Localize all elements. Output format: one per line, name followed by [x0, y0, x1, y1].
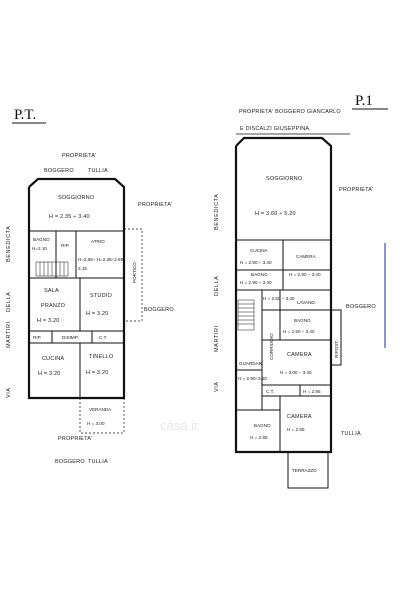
watermark: casa.it	[160, 418, 198, 433]
gf-right-label-boggero: BOGGERO	[144, 307, 174, 313]
gf-stairs	[35, 261, 69, 277]
gf-soggiorno-label: SOGGIORNO	[58, 195, 95, 201]
ff-bagno3-height: H = 2.95	[250, 435, 268, 440]
gf-veranda-label: VERANDA	[89, 407, 112, 412]
gf-bottom-label-boggero: BOGGERO	[55, 459, 85, 465]
ff-soggiorno-label: SOGGIORNO	[266, 176, 303, 182]
ff-bagno2-label: BAGNO	[294, 318, 311, 323]
ff-left-label-via: VIA	[214, 381, 220, 392]
ff-top-label-owner: PROPRIETA' BOGGERO GIANCARLO	[239, 109, 341, 115]
ff-left-label-benedicta: BENEDICTA	[214, 194, 220, 230]
gf-right-label-proprieta: PROPRIETA'	[138, 202, 172, 208]
ff-camera3-height: H = 2.85	[287, 427, 305, 432]
gf-tinello-label: TINELLO	[89, 354, 114, 360]
ff-camera1-label: CAMERA	[296, 254, 317, 259]
gf-soggiorno-height: H = 2.35 ÷ 3.40	[49, 214, 90, 220]
ff-right-label-boggero: BOGGERO	[346, 304, 376, 310]
gf-left-label-martiri: MARTIRI	[6, 321, 12, 348]
gf-tinello-height: H = 3.20	[86, 370, 109, 376]
gf-atrio-height: H=2.65÷ H=2.35÷2.95	[78, 257, 124, 262]
ff-ripost-label: RIPOST.	[334, 340, 339, 358]
ff-bagno1-label: BAGNO	[251, 272, 268, 277]
ff-camera3-label: CAMERA	[287, 414, 312, 420]
gf-rip1-label: RIP.	[61, 243, 69, 248]
gf-top-label-boggero: BOGGERO	[44, 168, 74, 174]
ff-corridoio-label: CORRIDOIO	[269, 333, 274, 360]
gf-walls	[27, 177, 126, 400]
ff-cucina-height: H = 2.90 ÷ 3.40	[240, 260, 272, 265]
gf-cucina-label: CUCINA	[42, 356, 64, 362]
gf-cucina-height: H = 3.20	[38, 371, 61, 377]
gf-atrio-label: ATRIO	[91, 239, 105, 244]
ff-terrazzo-outline	[287, 451, 329, 489]
ff-stairs	[237, 299, 255, 331]
gf-sala-height: H = 3.20	[37, 318, 60, 324]
gf-bottom-label-proprieta: PROPRIETA'	[58, 436, 92, 442]
gf-bagno-height: H=2.10	[32, 246, 47, 251]
gf-ct-label: C.T.	[99, 335, 107, 340]
ff-left-label-della: DELLA	[214, 276, 220, 296]
ff-camera1-height: H = 2.90 ÷ 3.40	[289, 272, 321, 277]
gf-portico-label: PORTICO	[132, 262, 137, 283]
ff-bagno1-height: H = 2.90 ÷ 3.40	[240, 280, 272, 285]
ff-lavand-label: LAVAND.	[297, 300, 316, 305]
gf-left-label-via: VIA	[6, 387, 12, 398]
gf-pranzo-label: PRANZO	[41, 303, 66, 309]
ff-left-label-martiri: MARTIRI	[214, 325, 220, 352]
ff-guardaroba-label: GUARDAR.	[239, 361, 263, 366]
ff-terrazzo-label: TERRAZZO	[292, 468, 317, 473]
ff-top-label-owner-2: E DISCALZI GIUSEPPINA	[240, 126, 309, 132]
gf-disimp-label: DISIMP.	[62, 335, 79, 340]
ff-cucina-label: CUCINA	[250, 248, 269, 253]
ff-side-balcony	[330, 309, 342, 366]
gf-veranda-outline	[79, 397, 125, 434]
gf-top-label-tullia: TULLIA	[88, 168, 108, 174]
gf-left-label-della: DELLA	[6, 292, 12, 312]
ground-floor-heading: P.T.	[14, 107, 36, 123]
ff-stair-height: H = 2.50 ÷ 3.40	[263, 296, 295, 301]
gf-studio-label: STUDIO	[90, 293, 112, 299]
ff-right-label-proprieta: PROPRIETA'	[339, 187, 373, 193]
ff-camera2-height: H = 3.00 ÷ 3.40	[280, 370, 312, 375]
gf-top-label-proprieta: PROPRIETA'	[62, 153, 96, 159]
ff-right-label-tullia: TULLIA	[341, 431, 361, 437]
ff-ct-height: H = 2.95	[303, 389, 321, 394]
gf-left-label-benedicta: BENEDICTA	[6, 226, 12, 262]
first-floor-heading: P.1	[355, 93, 373, 109]
gf-bottom-label-tullia: TULLIA	[88, 459, 108, 465]
ff-soggiorno-height: H = 3.60 ÷ 5.20	[255, 211, 296, 217]
ff-walls	[234, 136, 333, 454]
gf-rip2-label: RIP.	[33, 335, 41, 340]
ff-ct-label: C.T.	[266, 389, 274, 394]
ff-bagno3-label: BAGNO	[254, 423, 271, 428]
gf-veranda-height: H = 3.00	[87, 421, 105, 426]
ff-bagno2-height: H = 2.50 ÷ 3.40	[283, 329, 315, 334]
ff-guardaroba-height: H = 2.90÷3.50	[238, 376, 267, 381]
gf-bagno-label: BAGNO	[33, 237, 50, 242]
gf-sala-label: SALA	[44, 288, 59, 294]
ff-camera2-label: CAMERA	[287, 352, 312, 358]
gf-portico-outline	[123, 228, 143, 322]
gf-studio-height: H = 3.20	[86, 311, 109, 317]
gf-atrio-height-2: 3.15	[78, 266, 87, 271]
